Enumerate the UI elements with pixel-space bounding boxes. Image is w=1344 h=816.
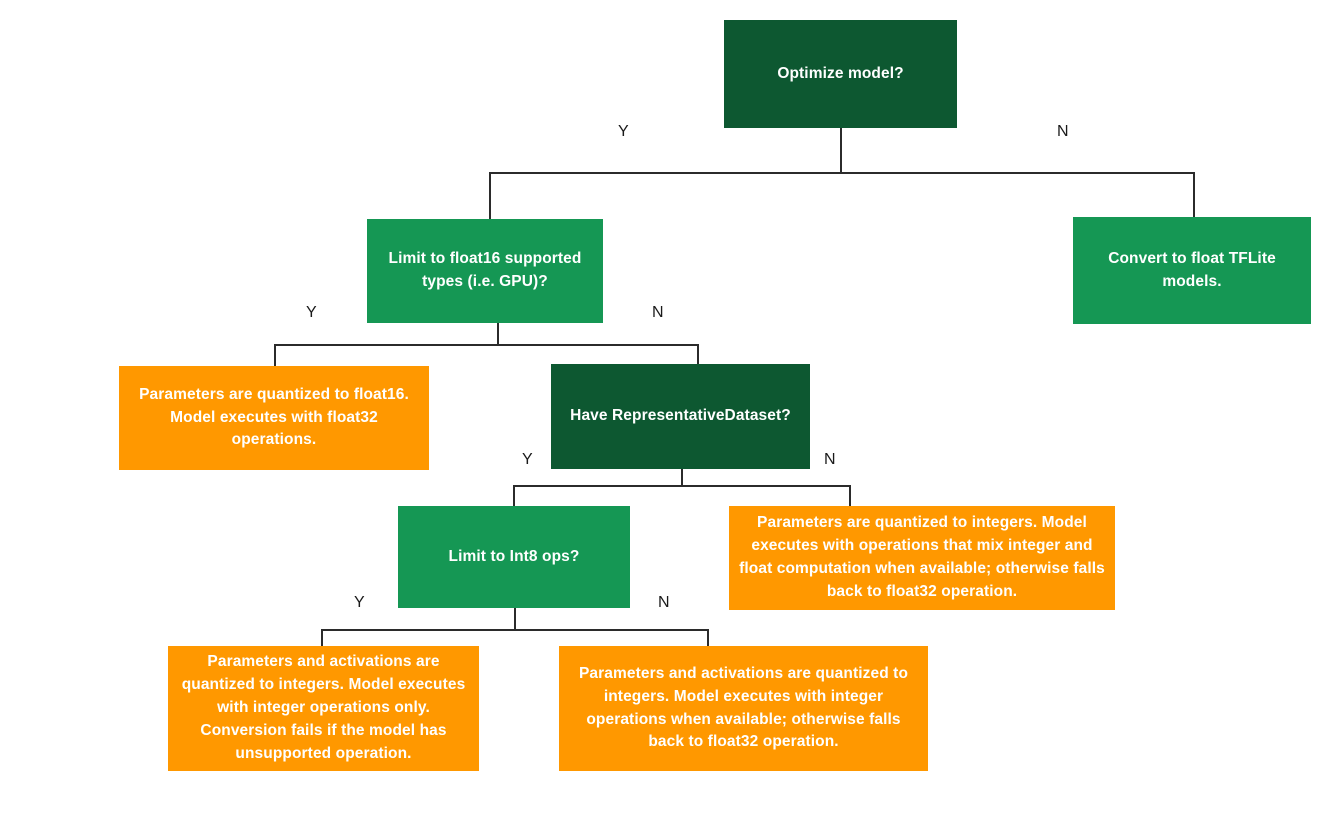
node-limit-int8-ops[interactable]: Limit to Int8 ops? [398,506,630,608]
connector-repdata-bus [513,485,850,487]
edge-label-no-int8: N [658,594,670,611]
edge-label-no-repdataset: N [824,451,836,468]
connector-repdata-to-mixed [849,485,851,507]
edge-label-yes-float16: Y [306,304,317,321]
edge-label-yes-int8: Y [354,594,365,611]
node-label-limit-int8-ops: Limit to Int8 ops? [448,547,580,565]
node-optimize-model[interactable]: Optimize model? [724,20,957,128]
node-limit-float16[interactable]: Limit to float16 supported types (i.e. G… [367,219,603,323]
node-label-params-act-int-only: Parameters and activations are quantized… [181,653,466,762]
node-params-int-mixed[interactable]: Parameters are quantized to integers. Mo… [729,506,1115,610]
connector-int8-bus [321,629,708,631]
node-label-params-int-mixed: Parameters are quantized to integers. Mo… [739,514,1105,600]
connector-float16-bus [274,344,698,346]
connector-repdata-to-int8 [513,485,515,507]
edge-label-no-optimize: N [1057,123,1069,140]
node-label-limit-float16: Limit to float16 supported types (i.e. G… [388,250,582,290]
connector-float16-stem [497,323,499,345]
node-params-act-int-fallback[interactable]: Parameters and activations are quantized… [559,646,928,771]
connector-float16-to-params [274,344,276,367]
connector-optimize-bus [489,172,1194,174]
connector-int8-stem [514,608,516,630]
node-label-optimize-model: Optimize model? [777,64,904,82]
connector-optimize-stem [840,128,842,173]
edge-label-yes-optimize: Y [618,123,629,140]
connector-repdata-stem [681,469,683,486]
connector-optimize-to-convert [1193,172,1195,218]
node-label-params-float16: Parameters are quantized to float16. Mod… [139,385,409,449]
connector-int8-to-intonly [321,629,323,647]
node-convert-float-tflite[interactable]: Convert to float TFLite models. [1073,217,1311,324]
node-label-have-representative-dataset: Have RepresentativeDataset? [570,407,791,425]
node-params-float16[interactable]: Parameters are quantized to float16. Mod… [119,366,429,470]
node-params-act-int-only[interactable]: Parameters and activations are quantized… [168,646,479,771]
connector-float16-to-repdata [697,344,699,365]
edge-label-no-float16: N [652,304,664,321]
node-have-representative-dataset[interactable]: Have RepresentativeDataset? [551,364,810,469]
node-label-convert-float-tflite: Convert to float TFLite models. [1108,249,1276,290]
edge-label-yes-repdataset: Y [522,451,533,468]
connector-optimize-to-float16 [489,172,491,220]
node-label-params-act-int-fallback: Parameters and activations are quantized… [578,664,909,751]
connector-int8-to-fallback [707,629,709,647]
